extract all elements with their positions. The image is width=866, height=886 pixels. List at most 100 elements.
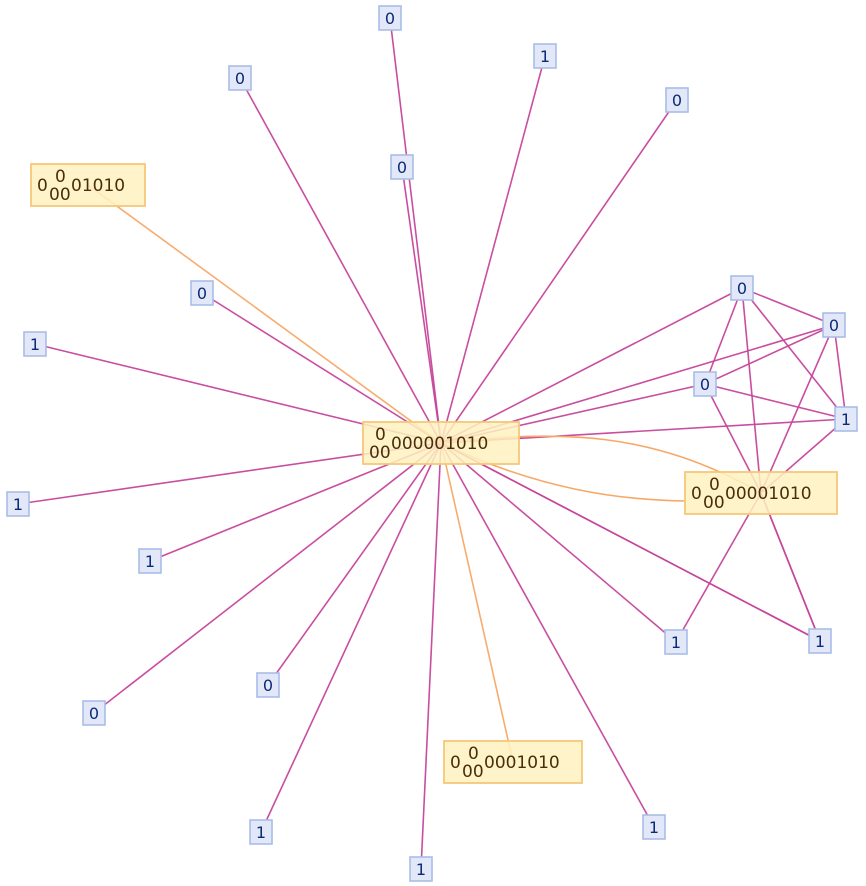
compound-tail: 0001010 [484,753,560,773]
leaf-node-label: 1 [416,860,426,879]
leaf-node-box [730,275,754,301]
leaf-node-label: 1 [256,823,266,842]
edge [440,55,546,444]
leaf-node-box [834,406,858,432]
leaf-node-label: 0 [197,284,207,303]
leaf-node[interactable]: 1 [249,819,273,845]
leaf-node-box [256,672,280,698]
leaf-node-box [23,331,47,357]
leaf-node-box [6,491,30,517]
leaf-node-label: 0 [385,9,395,28]
leaf-node-box [138,548,162,574]
leaf-node-label: 1 [145,552,155,571]
edge [440,442,655,828]
edge [420,442,442,870]
leaf-node-box [378,5,402,31]
compound-subscript: 00 [369,443,391,463]
leaf-node[interactable]: 1 [6,491,30,517]
compound-node-box [30,163,146,207]
edge [267,442,442,686]
leaf-node[interactable]: 0 [390,154,414,180]
edge [704,324,835,385]
edge [675,492,762,643]
compound-superscript: 0 [709,475,720,495]
leaf-node[interactable]: 1 [23,331,47,357]
compound-base: 0 [450,753,461,773]
leaf-node-box [82,700,106,726]
edge [401,166,442,444]
edge [704,287,743,385]
leaf-node[interactable]: 0 [228,65,252,91]
leaf-node-label: 0 [397,158,407,177]
leaf-node-box [249,819,273,845]
compound-subscript: 00 [462,762,484,782]
compound-subscript: 00 [703,493,725,513]
leaf-node-label: 0 [700,375,710,394]
edge [239,77,442,444]
leaf-node[interactable]: 1 [808,628,832,654]
edge [833,324,847,420]
leaf-node-label: 0 [263,676,273,695]
leaf-node-box [664,629,688,655]
edge [87,184,442,444]
leaf-node[interactable]: 1 [834,406,858,432]
edge [201,292,442,444]
leaf-node[interactable]: 0 [256,672,280,698]
compound-superscript: 0 [468,744,479,764]
edge [440,442,677,643]
leaf-node-label: 0 [89,704,99,723]
edge [93,442,442,714]
edge [389,17,442,444]
edge [704,383,847,420]
leaf-node-label: 0 [737,279,747,298]
leaf-node[interactable]: 0 [693,371,717,397]
leaf-node-label: 1 [13,495,23,514]
leaf-node-box [822,312,846,338]
leaf-node-box [693,371,717,397]
leaf-node-box [409,856,433,882]
edge [440,442,514,763]
compound-tail: 01010 [71,176,125,196]
leaf-node-box [190,280,214,306]
leaf-node[interactable]: 1 [533,43,557,69]
compound-base: 0 [37,176,48,196]
leaf-node[interactable]: 0 [190,280,214,306]
leaf-node[interactable]: 1 [664,629,688,655]
leaf-node-box [642,814,666,840]
leaf-node[interactable]: 1 [409,856,433,882]
compound-superscript: 0 [375,425,386,445]
compound-node-box [443,740,583,784]
leaf-node[interactable]: 0 [822,312,846,338]
compound-node-box [684,471,838,515]
compound-tail: 000001010 [391,434,488,454]
leaf-node-label: 1 [540,47,550,66]
compound-tail: 00001010 [725,484,812,504]
edge [440,287,743,444]
leaf-node[interactable]: 1 [138,548,162,574]
edge [760,492,821,642]
edge [260,442,442,833]
leaf-node-box [808,628,832,654]
compound-superscript: 0 [55,167,66,187]
leaf-node[interactable]: 0 [378,5,402,31]
leaf-node-box [665,87,689,113]
leaf-node-label: 1 [649,818,659,837]
leaf-node[interactable]: 0 [665,87,689,113]
leaf-node[interactable]: 0 [730,275,754,301]
compound-node-box [362,421,520,465]
edge [741,287,847,420]
edge [760,324,835,494]
leaf-node-label: 0 [235,69,245,88]
leaf-node[interactable]: 1 [642,814,666,840]
leaf-node-label: 1 [841,410,851,429]
leaf-node-label: 1 [671,633,681,652]
edge [440,99,678,444]
leaf-node-box [228,65,252,91]
leaf-node[interactable]: 0 [82,700,106,726]
